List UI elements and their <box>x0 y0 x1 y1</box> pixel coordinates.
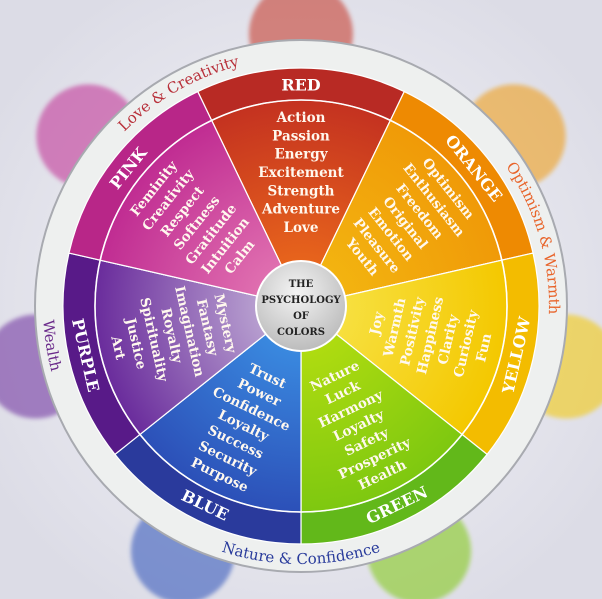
keyword: Excitement <box>258 165 344 181</box>
keyword: Joy <box>367 309 388 337</box>
keyword: Love <box>284 220 319 236</box>
keyword: Adventure <box>261 202 340 218</box>
inner-divider-ring <box>94 99 508 513</box>
keyword: Art <box>107 333 128 362</box>
center-title-line-2: PSYCHOLOGY <box>261 295 341 306</box>
center-title-line-1: THE <box>289 279 314 290</box>
wedges <box>62 67 540 545</box>
keyword: Fun <box>473 332 495 364</box>
center-title-line-3: OF <box>293 311 309 322</box>
center-circle <box>255 260 347 352</box>
keyword: Passion <box>272 128 330 144</box>
keyword: Energy <box>274 147 328 163</box>
wedge-label-red: RED <box>281 76 320 95</box>
center-title-line-4: COLORS <box>277 327 325 338</box>
keyword: Action <box>276 110 326 126</box>
keyword: Strength <box>268 183 335 199</box>
keywords-red: ActionPassionEnergyExcitementStrengthAdv… <box>258 110 344 236</box>
